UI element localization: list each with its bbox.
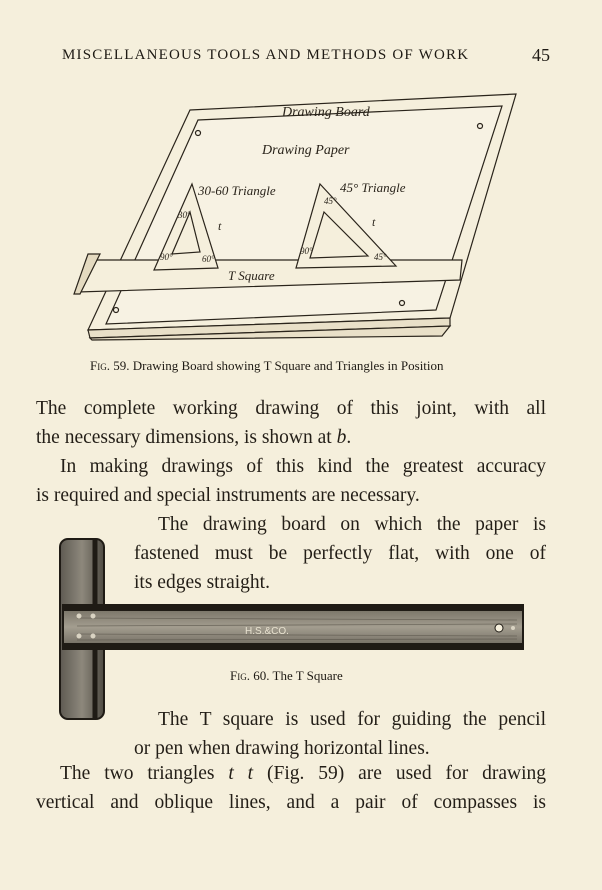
screw [90, 613, 96, 619]
figure-60-t-square: H.S.&CO. [59, 538, 524, 720]
paragraph-4-line-1: The T square is used for guiding the pen… [158, 709, 546, 730]
t-square-blade [62, 604, 524, 650]
paragraph-4: The T square is used for guiding the pen… [134, 705, 546, 763]
triangle-45-inner [309, 210, 370, 259]
paragraph-2-line-1: In making drawings of this kind the grea… [60, 456, 546, 477]
paragraph-3-line-2: fastened must be perfectly flat, with on… [134, 543, 546, 564]
tack [194, 129, 202, 137]
label-angle-30: 30° [177, 210, 191, 220]
figure-59-number: Fig. 59. [90, 358, 130, 373]
paragraph-3-line-1: The drawing board on which the paper is [158, 514, 546, 535]
label-30-60-triangle: 30-60 Triangle [197, 183, 276, 198]
screw [90, 633, 96, 639]
label-angle-45-b: 45° [374, 252, 387, 262]
t-square-head [73, 253, 101, 295]
drawing-paper [105, 105, 503, 325]
figure-60-caption: Fig. 60. The T Square [230, 668, 343, 684]
screw [76, 613, 82, 619]
tack [398, 299, 406, 307]
paragraph-5-line-2: vertical and oblique lines, and a pair o… [36, 792, 546, 813]
running-title: MISCELLANEOUS TOOLS AND METHODS OF WORK [62, 47, 470, 63]
label-angle-60: 60° [202, 254, 215, 264]
triangle-30-60-inner [171, 210, 201, 255]
paragraph-5-start: The two triangles [60, 763, 229, 784]
paragraph-5-rest: (Fig. 59) are used for drawing [253, 763, 546, 784]
paragraph-3: The drawing board on which the paper is … [134, 510, 546, 597]
label-t-square: T Square [228, 268, 275, 283]
paragraph-5-line-1: The two triangles t t (Fig. 59) are used… [36, 759, 546, 788]
label-angle-90-b: 90° [300, 246, 313, 256]
label-angle-90-a: 90° [160, 252, 173, 262]
figure-59-caption: Fig. 59. Drawing Board showing T Square … [90, 358, 444, 374]
label-45-triangle: 45° Triangle [340, 180, 406, 195]
paragraph-1-period: . [346, 427, 352, 448]
label-t-b: t [372, 215, 376, 229]
paragraph-2-line-2: is required and special instruments are … [36, 485, 420, 506]
paragraph-1: The complete working drawing of this joi… [36, 394, 546, 452]
paragraph-1-line-2: the necessary dimensions, is shown at b. [36, 423, 546, 452]
hanging-hole [494, 623, 504, 633]
page-number: 45 [532, 45, 550, 65]
tack [476, 122, 484, 130]
label-t-a: t [218, 219, 222, 233]
figure-60-number: Fig. 60. [230, 668, 270, 683]
tack [112, 306, 120, 314]
paragraph-3-line-3: its edges straight. [134, 572, 270, 593]
paragraph-1-line-2-text: the necessary dimensions, is shown at [36, 427, 337, 448]
screw [76, 633, 82, 639]
screw [511, 626, 515, 630]
blade-stamp: H.S.&CO. [245, 626, 289, 637]
label-angle-45-a: 45° [324, 196, 337, 206]
paragraph-1-line-1: The complete working drawing of this joi… [36, 398, 546, 419]
board-front-edge [88, 325, 452, 341]
paragraph-2: In making drawings of this kind the grea… [36, 452, 546, 510]
paragraph-4-line-2: or pen when drawing horizontal lines. [134, 738, 430, 759]
label-drawing-paper: Drawing Paper [261, 143, 350, 158]
figure-59-drawing-board: Drawing Board Drawing Paper 30-60 Triang… [73, 93, 517, 341]
figure-60-caption-text: The T Square [272, 668, 343, 683]
paragraph-5: The two triangles t t (Fig. 59) are used… [36, 759, 546, 817]
reference-t-t: t t [228, 763, 254, 784]
label-drawing-board: Drawing Board [281, 105, 371, 120]
reference-b: b [336, 427, 347, 448]
figure-59-caption-text: Drawing Board showing T Square and Trian… [132, 358, 444, 373]
